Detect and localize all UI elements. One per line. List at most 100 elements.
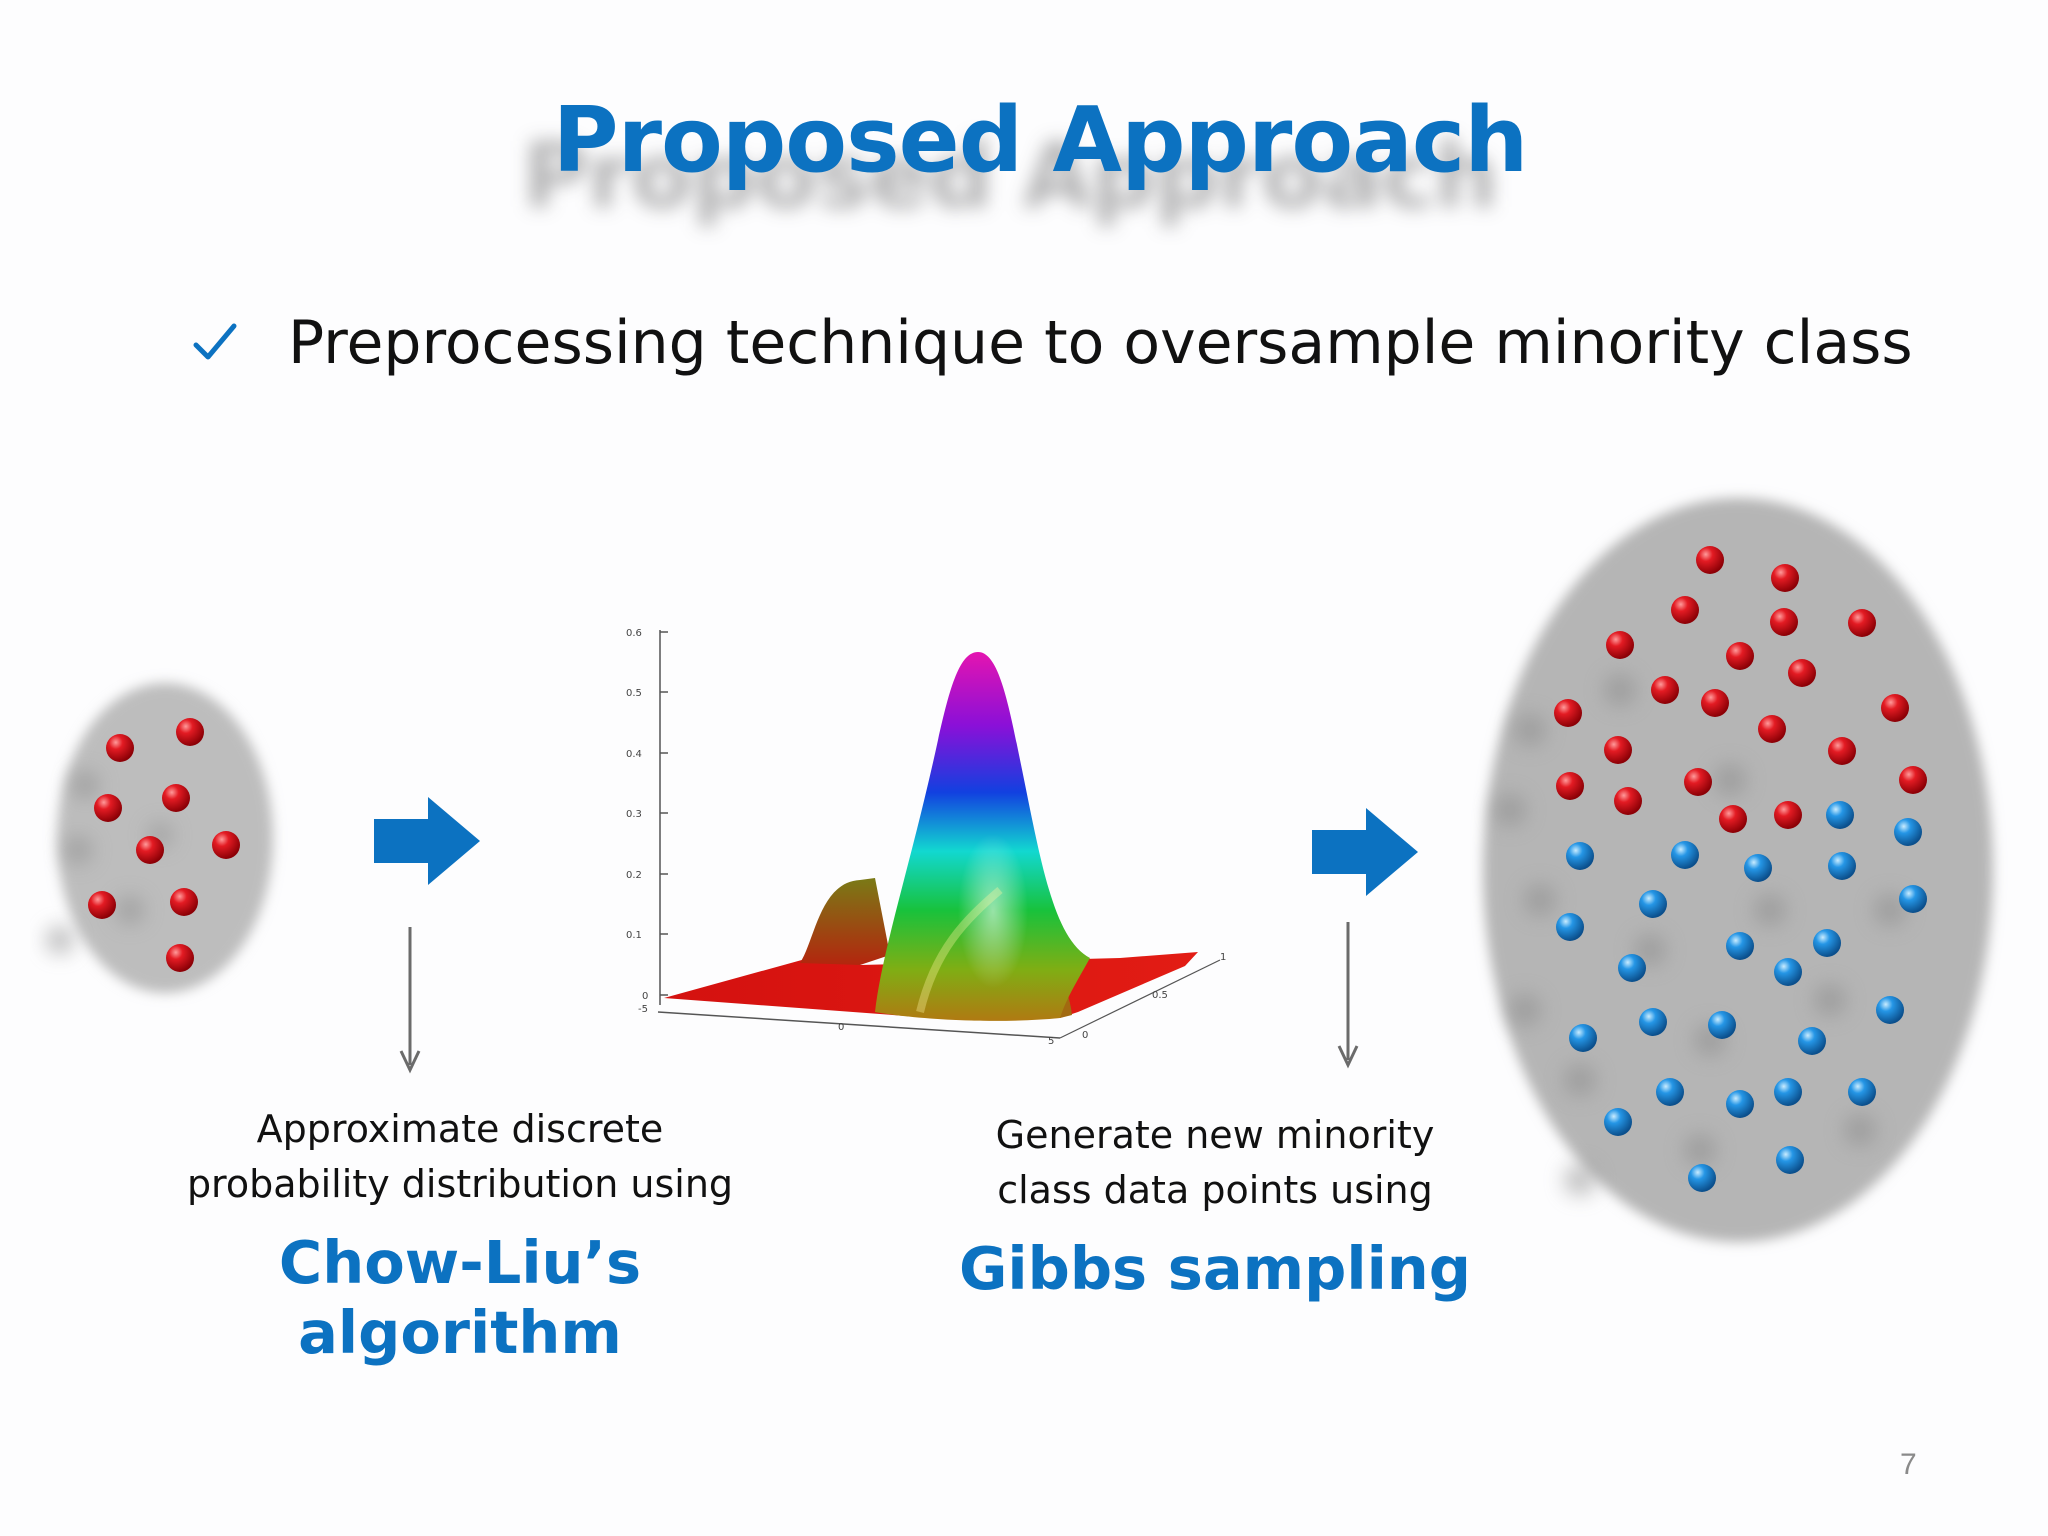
minority-points bbox=[88, 718, 240, 972]
z-tick-label: 0.2 bbox=[626, 870, 642, 881]
z-tick-label: 0.3 bbox=[626, 809, 642, 820]
data-point bbox=[1726, 642, 1754, 670]
data-point bbox=[1774, 958, 1802, 986]
data-point bbox=[1899, 885, 1927, 913]
cloud-ellipse bbox=[1483, 498, 1993, 1242]
data-point bbox=[1770, 608, 1798, 636]
y-tick-label: 0.5 bbox=[1152, 990, 1168, 1001]
data-point bbox=[1684, 768, 1712, 796]
data-point bbox=[1894, 818, 1922, 846]
data-point bbox=[1614, 787, 1642, 815]
data-point bbox=[162, 784, 190, 812]
majority-points bbox=[1556, 801, 1927, 1192]
data-point bbox=[1758, 715, 1786, 743]
data-point bbox=[1606, 631, 1634, 659]
z-axis: 0.6 0.5 0.4 0.3 0.2 0.1 0 bbox=[626, 628, 668, 1005]
data-point bbox=[1701, 689, 1729, 717]
data-point bbox=[1848, 1078, 1876, 1106]
data-point bbox=[1813, 929, 1841, 957]
page-number: 7 bbox=[1900, 1448, 1917, 1481]
bullet-text: Preprocessing technique to oversample mi… bbox=[288, 308, 1913, 378]
data-point bbox=[170, 888, 198, 916]
x-tick-label: -5 bbox=[638, 1004, 648, 1015]
gibbs-caption: Generate new minority class data points … bbox=[925, 1108, 1505, 1304]
caption-line: Generate new minority bbox=[995, 1113, 1435, 1157]
data-point bbox=[1826, 801, 1854, 829]
data-point bbox=[1828, 737, 1856, 765]
gibbs-label: Gibbs sampling bbox=[958, 1234, 1472, 1303]
data-point bbox=[1639, 1008, 1667, 1036]
cloud-shadows bbox=[1494, 674, 1906, 1196]
z-tick-label: 0.5 bbox=[626, 688, 642, 699]
check-icon bbox=[193, 323, 237, 360]
data-point bbox=[136, 836, 164, 864]
z-tick-label: 0.4 bbox=[626, 749, 642, 760]
title-area: Proposed Approach Proposed Approach bbox=[0, 88, 2048, 229]
down-arrow-icon bbox=[1337, 922, 1359, 1069]
bullet-point: Preprocessing technique to oversample mi… bbox=[192, 308, 1913, 378]
data-point bbox=[1556, 913, 1584, 941]
data-point bbox=[1719, 805, 1747, 833]
data-point bbox=[1788, 659, 1816, 687]
probability-surface-plot: 0.6 0.5 0.4 0.3 0.2 0.1 0 -5 0 5 0 0.5 1 bbox=[626, 628, 1226, 1047]
data-point bbox=[1744, 854, 1772, 882]
caption-line: probability distribution using bbox=[186, 1162, 734, 1206]
caption-line: class data points using bbox=[997, 1168, 1433, 1212]
data-point bbox=[166, 944, 194, 972]
data-point bbox=[176, 718, 204, 746]
minority-points bbox=[1554, 546, 1927, 833]
data-point bbox=[1726, 1090, 1754, 1118]
data-point bbox=[1881, 694, 1909, 722]
data-point bbox=[88, 891, 116, 919]
data-point bbox=[1554, 699, 1582, 727]
chow-liu-caption: Approximate discrete probability distrib… bbox=[110, 1102, 810, 1368]
right-arrow-icon bbox=[374, 797, 480, 885]
data-point bbox=[1618, 954, 1646, 982]
title-reflection: Proposed Approach bbox=[522, 124, 1499, 229]
z-tick-label: 0.6 bbox=[626, 628, 642, 639]
data-point bbox=[212, 831, 240, 859]
data-point bbox=[1639, 890, 1667, 918]
slide-title: Proposed Approach Proposed Approach bbox=[523, 88, 1529, 229]
caption-line: Approximate discrete bbox=[256, 1107, 664, 1151]
data-point bbox=[1774, 801, 1802, 829]
minority-data-cloud bbox=[46, 683, 273, 993]
y-tick-label: 1 bbox=[1220, 952, 1226, 963]
title-text: Proposed Approach bbox=[552, 88, 1529, 193]
data-point bbox=[1604, 1108, 1632, 1136]
data-point bbox=[1569, 1024, 1597, 1052]
data-point bbox=[1688, 1164, 1716, 1192]
down-arrow-icon bbox=[399, 927, 421, 1074]
z-tick-label: 0.1 bbox=[626, 930, 642, 941]
chow-liu-label: Chow-Liu’s algorithm bbox=[278, 1228, 642, 1367]
x-tick-label: 0 bbox=[838, 1022, 844, 1033]
data-point bbox=[1556, 772, 1584, 800]
data-point bbox=[1671, 841, 1699, 869]
data-point bbox=[1771, 564, 1799, 592]
right-arrow-icon bbox=[1312, 808, 1418, 896]
data-point bbox=[1848, 609, 1876, 637]
oversampled-data-cloud bbox=[1483, 498, 1993, 1242]
z-tick-label: 0 bbox=[642, 991, 648, 1002]
data-point bbox=[1776, 1146, 1804, 1174]
data-point bbox=[1708, 1011, 1736, 1039]
data-point bbox=[1774, 1078, 1802, 1106]
data-point bbox=[1876, 996, 1904, 1024]
x-tick-label: 5 bbox=[1048, 1036, 1054, 1047]
data-point bbox=[106, 734, 134, 762]
data-point bbox=[1566, 842, 1594, 870]
data-point bbox=[1651, 676, 1679, 704]
data-point bbox=[94, 794, 122, 822]
data-point bbox=[1671, 596, 1699, 624]
data-point bbox=[1604, 736, 1632, 764]
data-point bbox=[1828, 852, 1856, 880]
data-point bbox=[1696, 546, 1724, 574]
data-point bbox=[1899, 766, 1927, 794]
surface bbox=[664, 652, 1198, 1021]
base-axes: -5 0 5 0 0.5 1 bbox=[638, 952, 1226, 1047]
data-point bbox=[1726, 932, 1754, 960]
data-point bbox=[1798, 1027, 1826, 1055]
data-point bbox=[1656, 1078, 1684, 1106]
y-tick-label: 0 bbox=[1082, 1030, 1088, 1041]
